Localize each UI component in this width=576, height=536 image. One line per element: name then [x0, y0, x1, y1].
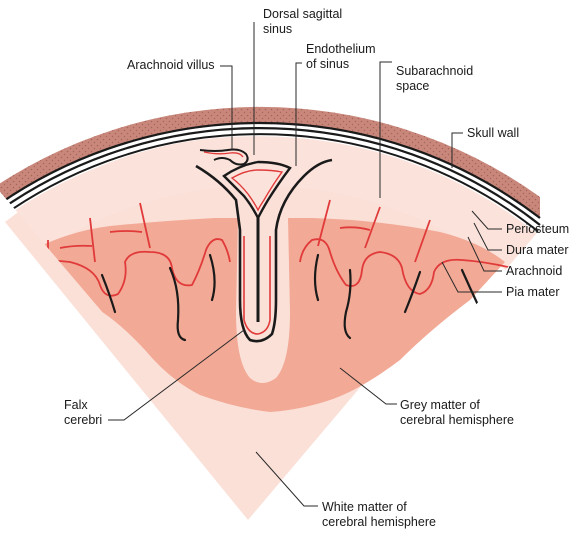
label-grey-matter: Grey matter of cerebral hemisphere: [400, 398, 514, 428]
label-pia-mater: Pia mater: [506, 285, 560, 300]
label-white-matter: White matter of cerebral hemisphere: [322, 500, 436, 530]
label-endothelium-of-sinus: Endothelium of sinus: [306, 42, 376, 72]
label-arachnoid: Arachnoid: [506, 264, 562, 279]
label-arachnoid-villus: Arachnoid villus: [127, 58, 215, 73]
label-dura-mater: Dura mater: [506, 243, 569, 258]
label-periosteum: Periosteum: [506, 222, 569, 237]
label-dorsal-sagittal-sinus: Dorsal sagittal sinus: [263, 7, 342, 37]
label-falx-cerebri: Falx cerebri: [64, 398, 102, 428]
label-subarachnoid-space: Subarachnoid space: [396, 64, 473, 94]
label-skull-wall: Skull wall: [467, 126, 519, 141]
